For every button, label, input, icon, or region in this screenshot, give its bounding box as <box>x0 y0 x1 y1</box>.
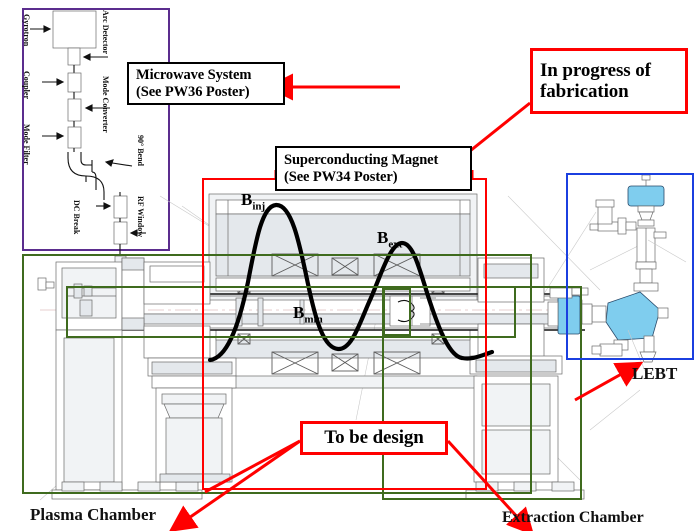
b-ext-subscript: ext <box>388 238 403 251</box>
arrow-design-to-plasma-chamber <box>168 439 301 531</box>
b-inj-subscript: inj <box>252 200 266 213</box>
microwave-callout-line1: Microwave System <box>136 67 252 84</box>
b-inj-symbol: B <box>241 190 253 209</box>
lebt-caption: LEBT <box>632 364 678 383</box>
b-ext-symbol: B <box>377 228 389 247</box>
b-min-subscript: min <box>304 313 323 326</box>
b-min-symbol: B <box>293 303 305 322</box>
b-ext-label: Bext <box>377 228 402 250</box>
microwave-callout-line2: (See PW36 Poster) <box>136 83 250 100</box>
arrow-design-to-extraction-chamber <box>446 439 535 531</box>
extraction-chamber-region <box>382 286 582 500</box>
lebt-panel <box>566 173 694 360</box>
microwave-system-panel <box>22 8 170 251</box>
superconducting-magnet-callout[interactable]: Superconducting Magnet (See PW34 Poster) <box>275 146 472 191</box>
arrow-to-lebt <box>574 361 644 402</box>
extraction-chamber-caption: Extraction Chamber <box>502 509 644 526</box>
design-callout-line1: To be design <box>324 427 424 449</box>
plasma-chamber-caption: Plasma Chamber <box>30 505 157 524</box>
magnet-callout-line2: (See PW34 Poster) <box>284 168 398 185</box>
magnet-callout-line1: Superconducting Magnet <box>284 152 439 169</box>
fabrication-status-callout[interactable]: In progress of fabrication <box>530 48 688 114</box>
b-min-label: Bmin <box>293 303 323 325</box>
magnet-bore-green-band <box>66 286 516 338</box>
fabrication-callout-line2: fabrication <box>540 81 629 102</box>
plasma-chamber-region <box>22 254 532 494</box>
microwave-system-callout[interactable]: Microwave System (See PW36 Poster) <box>127 62 285 105</box>
b-inj-label: Binj <box>241 190 265 212</box>
fabrication-callout-line1: In progress of <box>540 59 651 81</box>
to-be-design-callout[interactable]: To be design <box>300 421 448 455</box>
extraction-electrode-region <box>383 288 411 336</box>
